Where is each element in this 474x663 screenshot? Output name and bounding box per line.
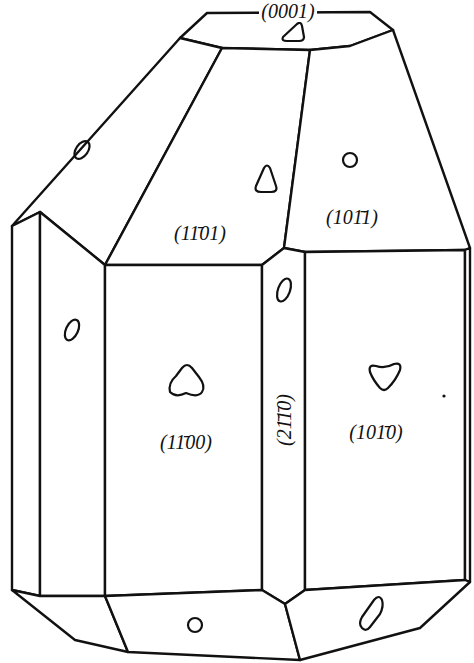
upper-front-pyramid-face — [105, 48, 310, 265]
etch-pit — [170, 365, 204, 395]
front-prism-face — [105, 265, 262, 596]
lower-front-pyramid-face — [105, 590, 300, 660]
face-index-label: (101̄1) — [324, 206, 380, 228]
etch-pit — [343, 153, 357, 167]
etch-pit — [62, 317, 82, 342]
left-narrow-prism-face — [12, 212, 40, 596]
face-index-label: (21̄1̄0) — [273, 392, 295, 448]
etch-pit — [360, 597, 383, 630]
etch-pit — [71, 138, 92, 161]
lower-right-pyramid-face — [285, 580, 470, 660]
face-index-label: (101̄0) — [347, 421, 404, 443]
right-prism-face — [305, 250, 465, 590]
etch-pit — [274, 277, 293, 304]
upper-right-pyramid-face — [284, 30, 470, 252]
dot-mark — [442, 394, 445, 397]
left-prism-face — [40, 212, 105, 596]
face-index-label: (11̄01) — [172, 222, 228, 244]
etch-pit — [370, 364, 401, 390]
face-index-label: (0001) — [259, 0, 316, 22]
etch-pit — [283, 23, 305, 41]
etch-pit — [188, 618, 202, 632]
etch-pit — [256, 166, 277, 193]
narrow-prism-face — [262, 248, 305, 604]
face-index-label: (11̄00) — [158, 431, 214, 453]
right-narrow-prism-face — [465, 248, 470, 582]
